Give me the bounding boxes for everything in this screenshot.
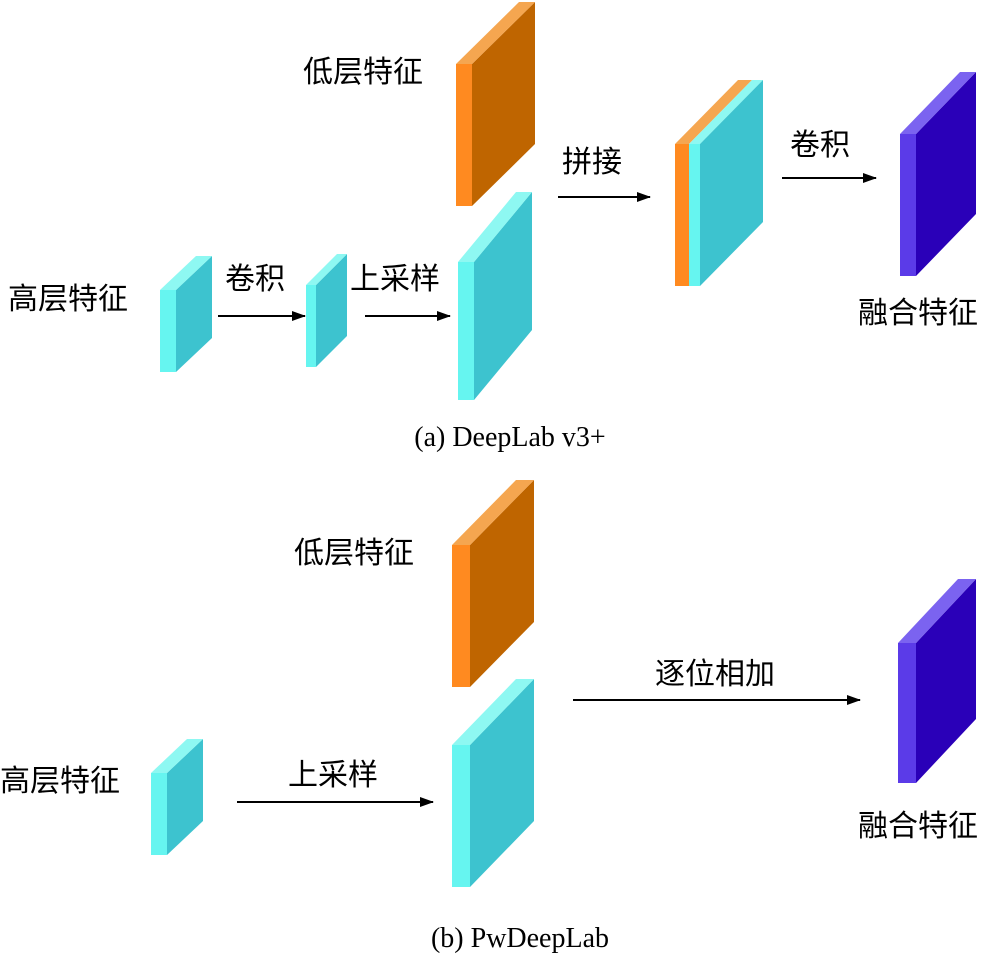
high-level-feature-block-a [160, 256, 212, 372]
upsample-label-a: 上采样 [350, 262, 440, 297]
caption-a: (a) DeepLab v3+ [414, 422, 605, 453]
upsample-label-b: 上采样 [288, 758, 378, 793]
low-level-feature-block-a [456, 2, 535, 206]
conv-label-a: 卷积 [225, 262, 285, 297]
fused-feature-block-b [898, 579, 976, 783]
fused-feature-block-a [900, 72, 976, 276]
upsampled-feature-block-a [458, 192, 532, 400]
conv-feature-block-a [306, 254, 347, 367]
conv-2-label-a: 卷积 [790, 128, 850, 163]
high-level-feature-label-b: 高层特征 [0, 764, 120, 799]
high-level-feature-block-b [151, 739, 203, 855]
high-level-feature-label-a: 高层特征 [8, 282, 128, 317]
low-level-feature-block-b [452, 480, 534, 687]
low-level-feature-label-b: 低层特征 [294, 536, 414, 571]
panel-a: 高层特征 卷积 上采样 低层特征 拼接 卷积 融合特征 (a) DeepLab … [8, 2, 978, 453]
upsampled-feature-block-b [452, 679, 534, 887]
low-level-feature-label-a: 低层特征 [303, 55, 423, 90]
panel-b: 高层特征 上采样 低层特征 逐位相加 融合特征 (b) PwDeepLab [0, 480, 978, 954]
fused-feature-label-a: 融合特征 [858, 296, 978, 331]
concat-label-a: 拼接 [562, 145, 622, 180]
caption-b: (b) PwDeepLab [431, 923, 609, 954]
fused-feature-label-b: 融合特征 [858, 809, 978, 844]
elementwise-add-label-b: 逐位相加 [655, 657, 775, 692]
concatenated-feature-block-a [675, 80, 763, 286]
